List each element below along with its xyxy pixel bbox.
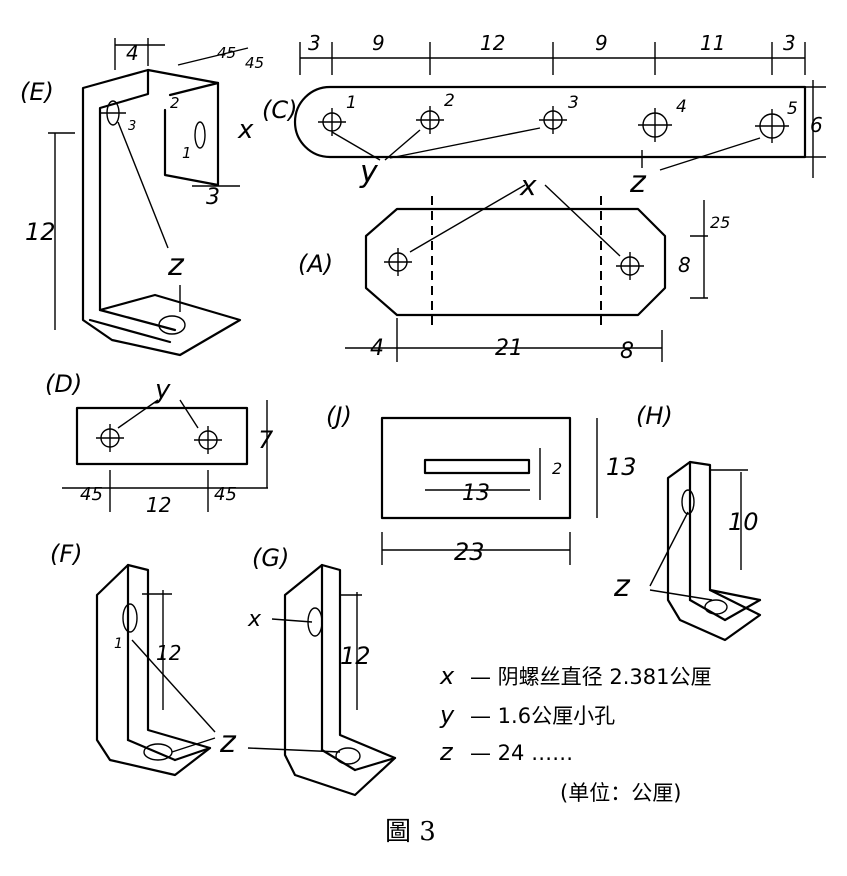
part-c: 3 9 12 9 11 3 6 1 2 3 4 5 y z: [293, 31, 826, 200]
a-dim-3: 8: [620, 339, 634, 364]
figure-caption: 圖 3: [385, 817, 436, 847]
part-f: 12 1 z: [95, 563, 237, 777]
legend-sym-y: y: [439, 701, 455, 729]
c-dim-6: 3: [783, 31, 796, 55]
part-g: 12 x: [247, 563, 397, 797]
part-d: y 7 45 12 45: [62, 375, 274, 517]
c-hole-num-4: 4: [676, 97, 687, 117]
e-hole-mark-3: 3: [128, 119, 136, 134]
a-dim-right-2: 8: [678, 253, 691, 277]
c-z-label: z: [629, 165, 647, 200]
c-dim-2: 9: [372, 31, 385, 55]
label-h: (H): [636, 402, 673, 430]
d-dim-45a: 45: [80, 484, 103, 505]
legend-sym-x: x: [439, 662, 455, 690]
g-x-label: x: [247, 607, 262, 632]
part-a: x 4 21 8 25 8: [345, 169, 730, 364]
legend-sym-z: z: [439, 738, 454, 766]
e-depth-dim: 3: [206, 185, 220, 210]
j-slot-length: 13: [462, 481, 490, 506]
label-d: (D): [45, 370, 82, 398]
label-g: (G): [252, 544, 289, 572]
d-dim-45b: 45: [214, 484, 237, 505]
c-hole-num-3: 3: [568, 93, 579, 113]
c-hole-num-5: 5: [787, 99, 798, 119]
c-hole-num-1: 1: [346, 93, 357, 113]
c-dim-3: 12: [480, 31, 505, 55]
e-x-label: x: [237, 115, 254, 145]
d-height-dim: 7: [258, 426, 274, 454]
c-height-dim: 6: [810, 113, 823, 137]
g-height-dim: 12: [340, 642, 371, 670]
d-dim-12: 12: [146, 493, 171, 517]
c-y-label: y: [359, 155, 379, 190]
j-slot-height: 2: [552, 459, 562, 478]
legend: x — 阴螺丝直径 2.381公厘 y — 1.6公厘小孔 z — 24 …… …: [439, 662, 711, 805]
label-c: (C): [262, 96, 297, 124]
label-a: (A): [298, 250, 333, 278]
e-height-dim: 12: [25, 218, 56, 246]
a-dim-2: 21: [495, 336, 523, 361]
j-height-dim: 13: [606, 453, 637, 481]
d-y-label: y: [154, 375, 171, 405]
legend-text-y: — 1.6公厘小孔: [470, 704, 615, 728]
h-height-dim: 10: [728, 508, 759, 536]
f-mark: 1: [114, 636, 123, 652]
c-hole-num-2: 2: [444, 91, 455, 111]
part-labels: (A) (C) (D) (E) (F) (G) (H) (J): [20, 78, 673, 572]
c-dim-4: 9: [595, 31, 608, 55]
part-j: 2 13 13 23: [380, 416, 637, 566]
c-dim-1: 3: [308, 31, 321, 55]
e-hole-mark-1: 1: [182, 144, 192, 162]
e-hole-mark-2: 2: [170, 94, 180, 112]
label-e: (E): [20, 78, 54, 106]
part-h: 10 z: [613, 460, 762, 642]
legend-text-z: — 24 ……: [470, 741, 573, 765]
legend-unit: (单位：公厘): [560, 781, 681, 805]
label-f: (F): [50, 540, 83, 568]
f-z-label: z: [219, 725, 237, 760]
e-z-label: z: [167, 248, 185, 283]
part-c-holes: [318, 106, 789, 143]
a-dim-right-1: 25: [710, 213, 730, 232]
e-dim-45b: 45: [245, 54, 264, 72]
j-width-dim: 23: [454, 538, 485, 566]
part-e: 4 45 45 12 3 x z 2 1 3: [25, 38, 264, 357]
a-x-label: x: [519, 169, 537, 202]
h-z-label: z: [613, 569, 631, 604]
f-height-dim: 12: [156, 641, 181, 665]
legend-text-x: — 阴螺丝直径 2.381公厘: [470, 665, 711, 689]
label-j: (J): [326, 402, 352, 430]
e-dim-4: 4: [126, 41, 139, 65]
c-dim-5: 11: [700, 31, 725, 55]
e-dim-45a: 45: [217, 44, 236, 62]
a-dim-1: 4: [370, 336, 384, 361]
